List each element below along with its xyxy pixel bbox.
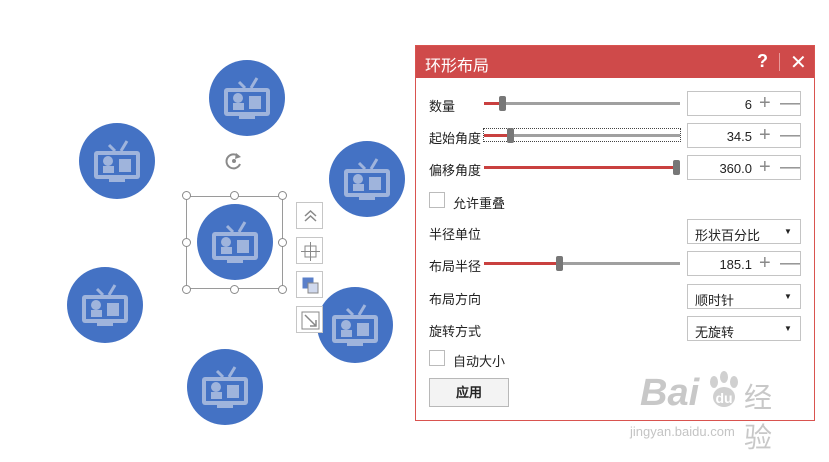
layout-option-button-1[interactable]	[296, 202, 323, 229]
tv-robot-icon	[224, 77, 270, 119]
layout-direction-value: 顺时针	[695, 293, 735, 308]
resize-handle-w[interactable]	[182, 238, 191, 247]
start-angle-slider-thumb[interactable]	[507, 128, 514, 143]
layout-radius-decrement-button[interactable]: —	[780, 252, 800, 274]
offset-angle-slider-thumb[interactable]	[673, 160, 680, 175]
count-value[interactable]: 6	[744, 97, 752, 112]
auto-size-label[interactable]: 自动大小	[453, 354, 506, 369]
auto-size-checkbox[interactable]	[429, 350, 445, 366]
tv-shape-2[interactable]	[329, 141, 405, 217]
offset-angle-slider-fill	[484, 166, 676, 169]
watermark-url: jingyan.baidu.com	[630, 424, 735, 439]
start-angle-slider[interactable]	[484, 128, 680, 143]
layout-radius-slider-thumb[interactable]	[556, 256, 563, 271]
start-angle-increment-button[interactable]: +	[759, 124, 771, 146]
dialog-title: 环形布局	[425, 58, 490, 75]
align-center-icon	[301, 242, 320, 261]
layout-direction-select[interactable]: 顺时针 ▼	[687, 284, 801, 309]
selection-box	[186, 196, 283, 289]
radius-unit-label: 半径单位	[429, 227, 482, 242]
radius-unit-select[interactable]: 形状百分比 ▼	[687, 219, 801, 244]
offset-angle-value[interactable]: 360.0	[719, 161, 752, 176]
chevron-down-icon: ▼	[784, 292, 792, 301]
tv-shape-6[interactable]	[79, 123, 155, 199]
start-angle-focus-rect	[483, 128, 681, 142]
chevron-down-icon: ▼	[784, 324, 792, 333]
resize-handle-se[interactable]	[278, 285, 287, 294]
tv-shape-3[interactable]	[317, 287, 393, 363]
tv-robot-icon	[94, 140, 140, 182]
layout-radius-slider-fill	[484, 262, 559, 265]
tv-shape-4[interactable]	[187, 349, 263, 425]
offset-angle-slider[interactable]	[484, 160, 680, 175]
paw-icon: du	[710, 371, 738, 407]
tv-robot-icon	[332, 304, 378, 346]
resize-handle-sw[interactable]	[182, 285, 191, 294]
tv-robot-icon	[82, 284, 128, 326]
resize-handle-ne[interactable]	[278, 191, 287, 200]
help-button[interactable]: ?	[757, 51, 768, 71]
svg-text:du: du	[715, 390, 732, 406]
offset-angle-spinbox[interactable]: 360.0 + —	[687, 155, 801, 180]
chevron-down-icon: ▼	[784, 227, 792, 236]
offset-angle-decrement-button[interactable]: —	[780, 156, 800, 178]
start-angle-value[interactable]: 34.5	[726, 129, 752, 144]
start-angle-spinbox[interactable]: 34.5 + —	[687, 123, 801, 148]
rotation-mode-label: 旋转方式	[429, 324, 482, 339]
watermark-brand-cn: 经验	[744, 382, 773, 453]
layout-direction-label: 布局方向	[429, 292, 482, 307]
count-increment-button[interactable]: +	[759, 92, 771, 114]
layout-option-button-2[interactable]	[296, 237, 323, 264]
start-angle-decrement-button[interactable]: —	[780, 124, 800, 146]
watermark-brand: Bai	[640, 372, 700, 414]
resize-handle-e[interactable]	[278, 238, 287, 247]
rotation-mode-value: 无旋转	[695, 325, 735, 340]
count-slider-thumb[interactable]	[499, 96, 506, 111]
rotation-mode-select[interactable]: 无旋转 ▼	[687, 316, 801, 341]
allow-overlap-label[interactable]: 允许重叠	[453, 196, 506, 211]
radius-unit-value: 形状百分比	[695, 228, 761, 243]
resize-handle-n[interactable]	[230, 191, 239, 200]
titlebar-separator	[779, 53, 780, 71]
arrange-icon	[302, 277, 319, 294]
resize-handle-nw[interactable]	[182, 191, 191, 200]
tv-robot-icon	[202, 366, 248, 408]
layout-radius-label: 布局半径	[429, 259, 482, 274]
layout-option-button-3[interactable]	[296, 271, 323, 298]
resize-icon	[301, 311, 320, 330]
offset-angle-label: 偏移角度	[429, 163, 482, 178]
count-slider[interactable]	[484, 96, 680, 111]
count-decrement-button[interactable]: —	[780, 92, 800, 114]
layout-radius-slider[interactable]	[484, 256, 680, 271]
dialog-titlebar[interactable]: 环形布局 ? ✕	[416, 46, 814, 78]
start-angle-slider-fill	[484, 134, 510, 137]
start-angle-label: 起始角度	[429, 131, 482, 146]
layout-radius-increment-button[interactable]: +	[759, 252, 771, 274]
allow-overlap-checkbox[interactable]	[429, 192, 445, 208]
tv-shape-selected[interactable]	[197, 204, 273, 280]
layout-radius-spinbox[interactable]: 185.1 + —	[687, 251, 801, 276]
tv-shape-1[interactable]	[209, 60, 285, 136]
close-button[interactable]: ✕	[790, 52, 807, 74]
chevrons-up-icon	[304, 209, 317, 222]
layout-radius-value[interactable]: 185.1	[719, 257, 752, 272]
layout-option-button-4[interactable]	[296, 306, 323, 333]
count-slider-fill	[484, 102, 502, 105]
resize-handle-s[interactable]	[230, 285, 239, 294]
tv-shape-5[interactable]	[67, 267, 143, 343]
tv-robot-icon	[344, 158, 390, 200]
tv-robot-icon	[212, 221, 258, 263]
apply-button[interactable]: 应用	[429, 378, 509, 407]
count-spinbox[interactable]: 6 + —	[687, 91, 801, 116]
offset-angle-increment-button[interactable]: +	[759, 156, 771, 178]
circular-layout-dialog: 环形布局 ? ✕ 数量 6 + — 起始角度 34.5 + — 偏移角度 360…	[415, 45, 815, 421]
rotate-handle-icon[interactable]	[224, 150, 244, 172]
count-label: 数量	[429, 99, 456, 114]
